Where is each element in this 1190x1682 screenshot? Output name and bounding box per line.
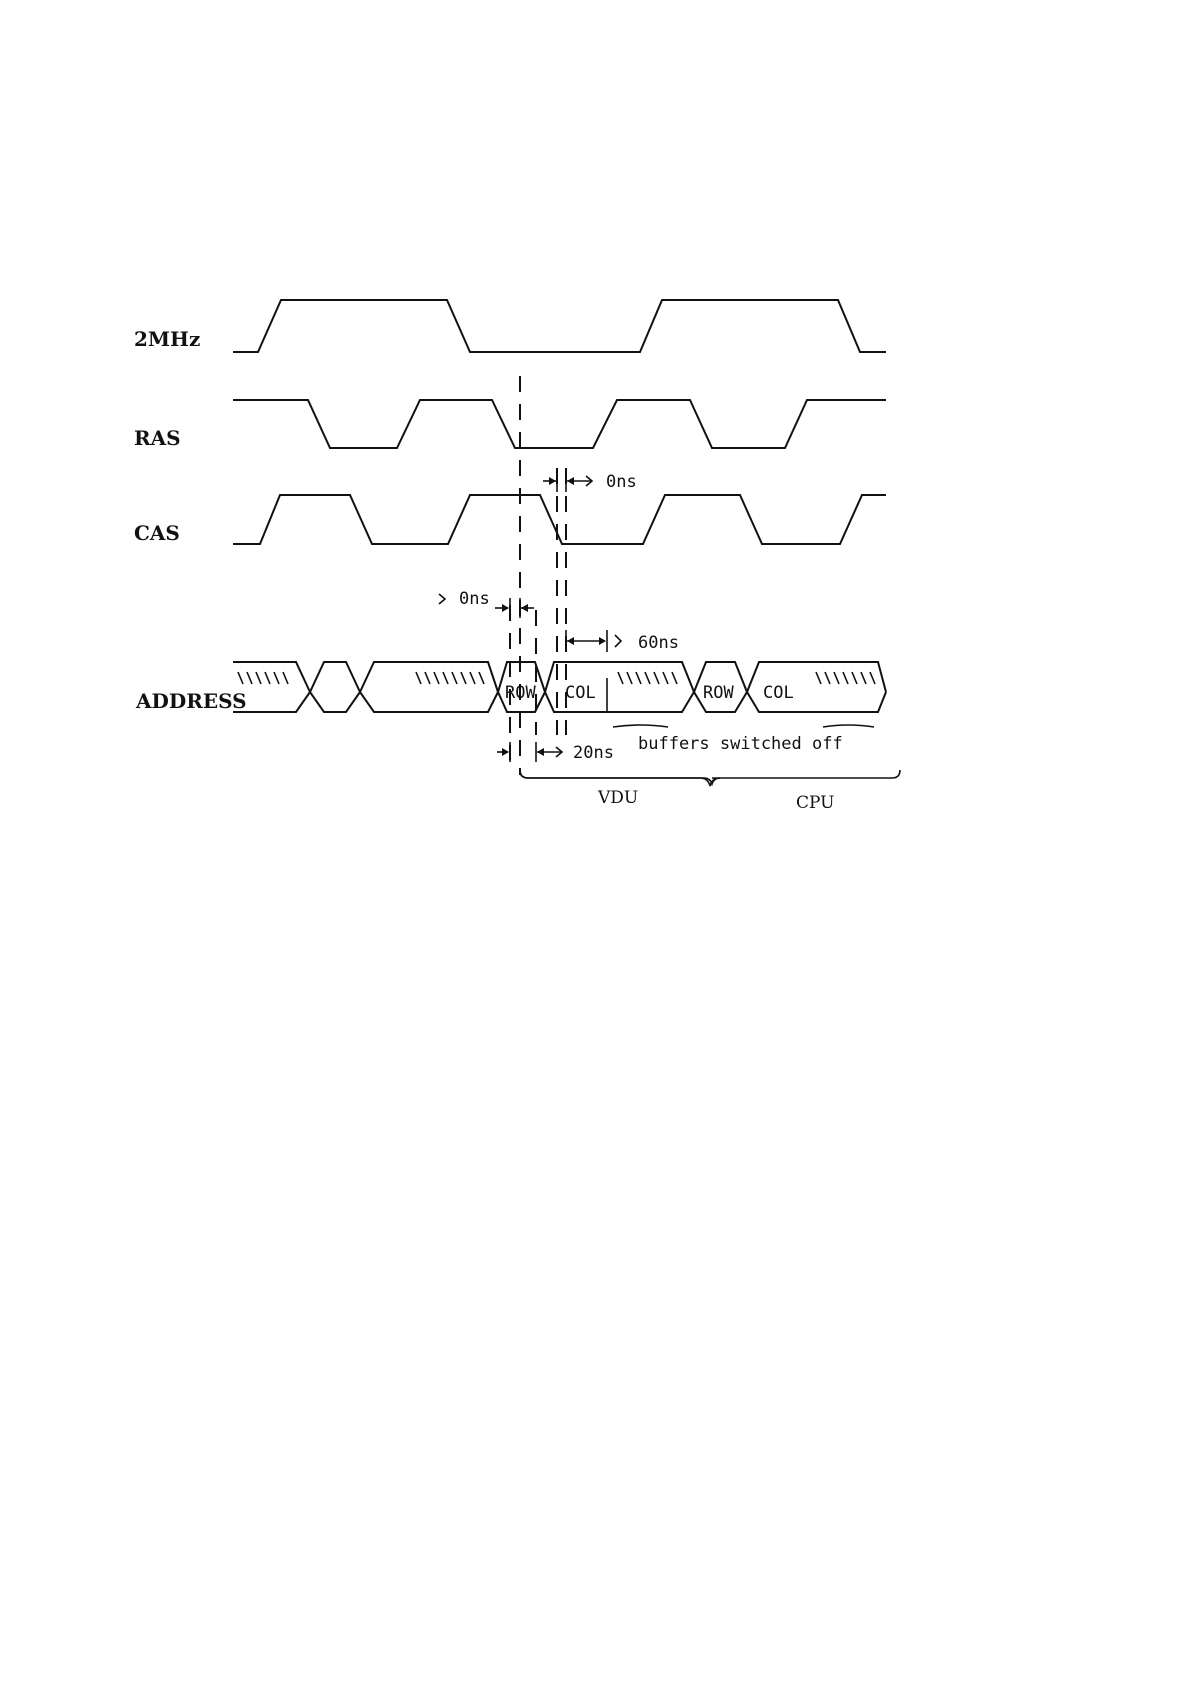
row-hold-marker [497, 742, 562, 762]
signal-label-cas: CAS [134, 521, 180, 545]
address-row-cell-cpu: ROW [703, 683, 734, 703]
buffers-switched-off-note: buffers switched off [638, 734, 843, 754]
col-hold-label: 60ns [638, 633, 679, 653]
buffers-off-underlines [613, 725, 874, 727]
address-col-cell-cpu: COL [763, 683, 794, 703]
cas-delay-marker [543, 470, 592, 492]
signal-label-address: ADDRESS [135, 689, 247, 713]
ras-waveform [233, 400, 886, 448]
address-col-cell-vdu: COL [565, 683, 596, 703]
cas-delay-label: 0ns [606, 472, 637, 492]
clock-2mhz-waveform [233, 300, 886, 352]
row-setup-label: 0ns [459, 589, 490, 609]
row-hold-label: 20ns [573, 743, 614, 763]
vdu-cpu-brace [520, 770, 900, 784]
signal-label-2mhz: 2MHz [134, 327, 200, 351]
cas-waveform [233, 495, 886, 544]
signal-label-ras: RAS [134, 426, 181, 450]
vdu-phase-label: VDU [597, 788, 638, 808]
col-hold-marker [566, 630, 621, 652]
cpu-phase-label: CPU [796, 793, 834, 813]
